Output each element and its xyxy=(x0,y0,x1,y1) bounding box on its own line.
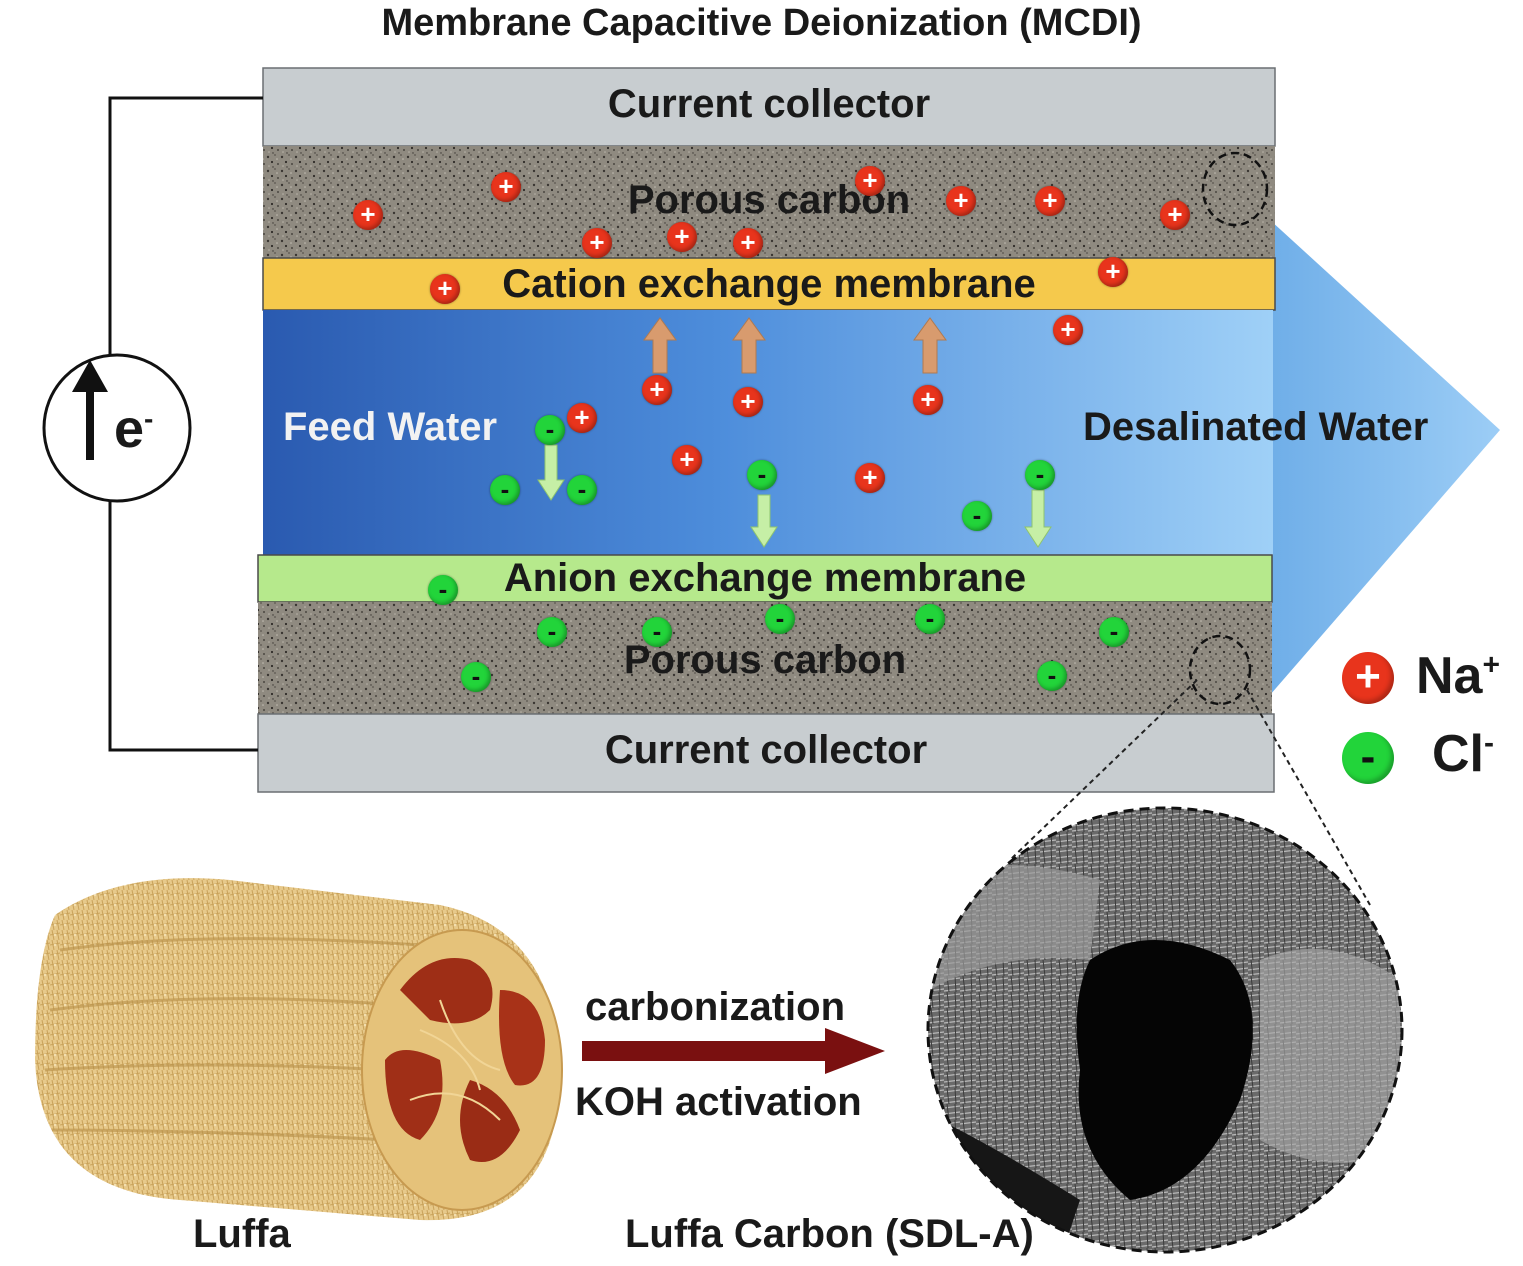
process-arrow-head xyxy=(825,1028,885,1074)
sodium-ion: + xyxy=(672,445,702,475)
sodium-ion: + xyxy=(733,228,763,258)
chloride-ion: - xyxy=(1025,460,1055,490)
cation-membrane-label: Cation exchange membrane xyxy=(502,262,1036,306)
chloride-ion: - xyxy=(537,617,567,647)
chloride-ion: - xyxy=(535,415,565,445)
sodium-ion: + xyxy=(430,274,460,304)
anion-migration-arrows xyxy=(537,444,1052,548)
electron-label: e- xyxy=(114,398,153,460)
sodium-ion: + xyxy=(913,385,943,415)
legend-sodium-icon: + xyxy=(1342,652,1394,704)
chloride-ion: - xyxy=(490,475,520,505)
desalinated-flow-arrow xyxy=(1270,220,1500,695)
sodium-ion: + xyxy=(491,172,521,202)
down-arrow xyxy=(1024,489,1052,548)
bottom-current-collector xyxy=(257,713,1275,793)
legend-chloride-ion: Cl xyxy=(1432,725,1484,783)
chloride-ion: - xyxy=(642,617,672,647)
luffa-chamber xyxy=(385,1050,443,1140)
bottom-collector-label: Current collector xyxy=(604,728,928,772)
sodium-ion: + xyxy=(1098,257,1128,287)
chloride-ion: - xyxy=(765,604,795,634)
circuit-wire-bottom xyxy=(108,490,258,752)
chloride-ion: - xyxy=(1099,617,1129,647)
down-arrow xyxy=(750,494,778,548)
electron-symbol: e xyxy=(114,399,145,459)
sodium-ion: + xyxy=(667,222,697,252)
sodium-ion: + xyxy=(642,375,672,405)
chloride-ion: - xyxy=(1037,661,1067,691)
sem-image-border xyxy=(926,806,1404,1254)
chloride-ion: - xyxy=(915,604,945,634)
up-arrow xyxy=(732,317,766,374)
sodium-ion: + xyxy=(1035,186,1065,216)
carbonization-label: carbonization xyxy=(585,985,846,1029)
sodium-ion: + xyxy=(855,463,885,493)
desalinated-water-label: Desalinated Water xyxy=(1083,405,1429,449)
luffa-chamber xyxy=(400,958,493,1024)
chloride-ion: - xyxy=(747,460,777,490)
process-arrow-shaft xyxy=(582,1041,827,1061)
legend-sodium-ion: Na xyxy=(1416,647,1483,705)
chloride-ion: - xyxy=(428,575,458,605)
up-arrow xyxy=(643,317,677,374)
up-arrow xyxy=(913,317,947,374)
legend-chloride-charge: - xyxy=(1484,726,1494,760)
koh-activation-label: KOH activation xyxy=(575,1080,862,1124)
legend-sodium-charge: + xyxy=(1482,648,1501,682)
top-collector-label: Current collector xyxy=(607,82,931,126)
feed-water-label: Feed Water xyxy=(283,405,498,449)
zoom-circle-bottom xyxy=(1188,634,1252,706)
figure-title: Membrane Capacitive Deionization (MCDI) xyxy=(381,2,1142,44)
bottom-carbon-label: Porous carbon xyxy=(623,638,907,682)
electron-charge: - xyxy=(144,403,154,434)
luffa-fibers xyxy=(409,999,501,1121)
luffa-carbon-label: Luffa Carbon (SDL-A) xyxy=(625,1212,1034,1256)
sodium-ion: + xyxy=(855,166,885,196)
sodium-ion: + xyxy=(1160,200,1190,230)
sodium-ion: + xyxy=(567,403,597,433)
circuit-wire-top xyxy=(108,96,263,370)
anion-exchange-membrane xyxy=(257,554,1273,603)
luffa-label: Luffa xyxy=(193,1212,291,1256)
zoom-leader-left xyxy=(1009,679,1198,861)
sodium-ion: + xyxy=(353,200,383,230)
sodium-ion: + xyxy=(582,228,612,258)
top-porous-carbon xyxy=(263,146,1275,258)
cation-migration-arrows xyxy=(643,317,947,374)
chloride-ion: - xyxy=(461,662,491,692)
legend-chloride-icon: - xyxy=(1342,732,1394,784)
legend-sodium-label: Na+ xyxy=(1416,646,1500,706)
anion-membrane-label: Anion exchange membrane xyxy=(503,556,1027,600)
down-arrow xyxy=(537,444,565,501)
legend-chloride-label: Cl- xyxy=(1432,724,1494,784)
chloride-ion: - xyxy=(962,501,992,531)
sodium-ion: + xyxy=(1053,315,1083,345)
sodium-ion: + xyxy=(733,387,763,417)
chloride-ion: - xyxy=(567,475,597,505)
electron-arrow-head xyxy=(72,360,108,392)
sodium-ion: + xyxy=(946,186,976,216)
luffa-chamber xyxy=(499,990,545,1086)
zoom-circle-top xyxy=(1201,151,1269,227)
